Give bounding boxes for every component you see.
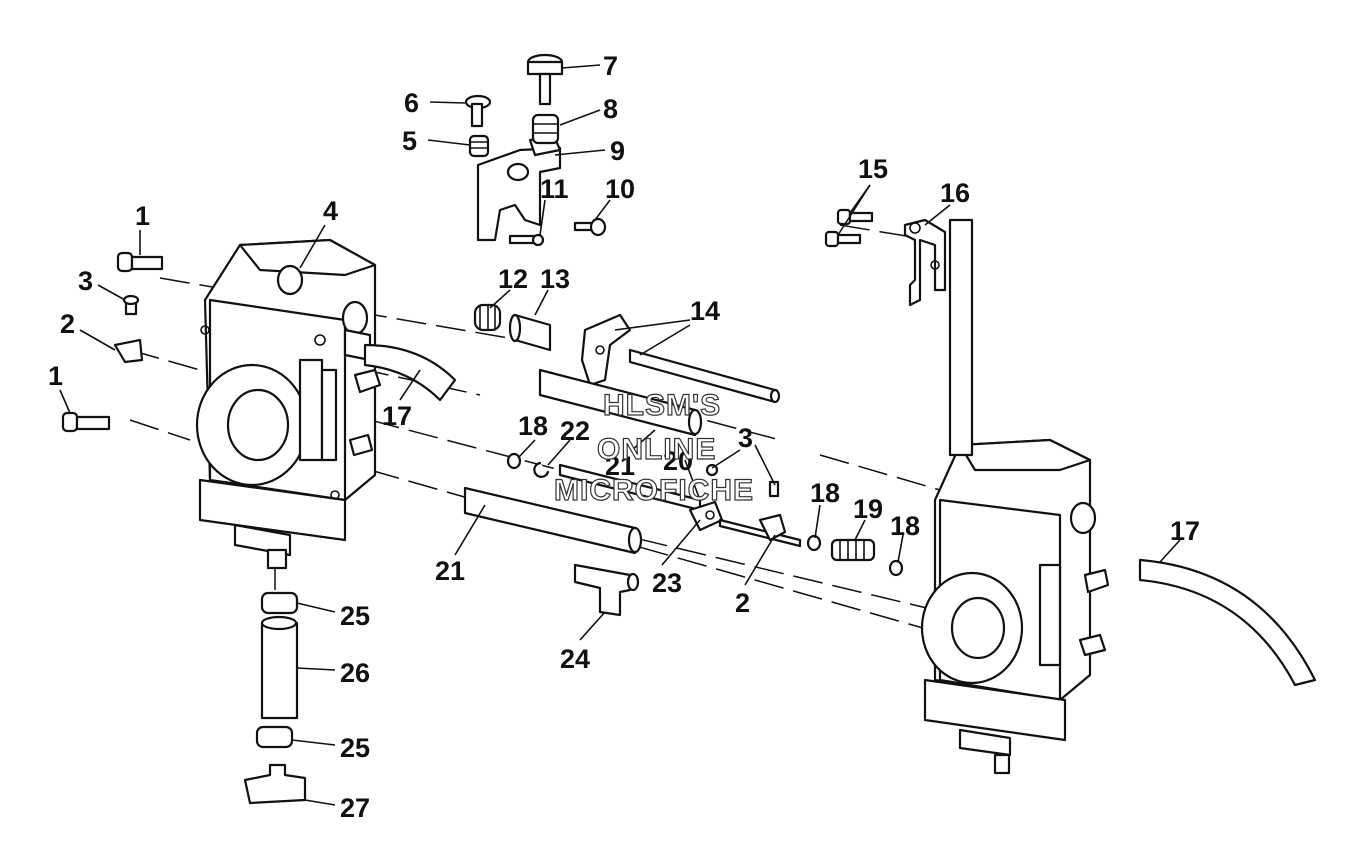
callout-25-bottom: 25 <box>340 733 370 763</box>
drain-assembly <box>243 591 307 805</box>
callout-17-right: 17 <box>1170 516 1200 546</box>
callout-12: 12 <box>498 264 528 294</box>
callout-6: 6 <box>404 88 419 118</box>
callout-14: 14 <box>690 296 720 326</box>
callout-22: 22 <box>560 416 590 446</box>
callout-8: 8 <box>603 94 618 124</box>
shafts-21 <box>463 368 703 555</box>
callout-19: 19 <box>853 494 883 524</box>
callout-25-top: 25 <box>340 601 370 631</box>
screw-10 <box>573 217 607 237</box>
callout-18-right: 18 <box>890 511 920 541</box>
callout-23: 23 <box>652 568 682 598</box>
callout-15: 15 <box>858 154 888 184</box>
callout-21-top: 21 <box>605 451 635 481</box>
callout-18-left: 18 <box>518 411 548 441</box>
callout-27: 27 <box>340 793 370 823</box>
callout-18-center: 18 <box>810 478 840 508</box>
fuel-lines-17 <box>363 343 1317 687</box>
callout-16: 16 <box>940 178 970 208</box>
callout-7: 7 <box>603 51 618 81</box>
watermark-line-1: HLSM'S <box>603 389 721 422</box>
callout-9: 9 <box>610 136 625 166</box>
callout-3-center: 3 <box>738 423 753 453</box>
adjuster-7-spring-8 <box>526 53 564 145</box>
callout-3-left: 3 <box>78 266 93 296</box>
callout-13: 13 <box>540 264 570 294</box>
callout-labels: 1 2 3 1 4 5 6 7 8 9 10 11 12 13 14 15 16… <box>48 51 1200 823</box>
callout-5: 5 <box>402 126 417 156</box>
callout-26: 26 <box>340 658 370 688</box>
leader-lines <box>59 64 1181 806</box>
callout-10: 10 <box>605 174 635 204</box>
idle-screw-6-spring-5 <box>464 94 492 158</box>
t-fitting-24 <box>573 563 640 617</box>
callout-4: 4 <box>323 196 338 226</box>
callout-11: 11 <box>540 174 569 204</box>
callout-21-bottom: 21 <box>435 556 465 586</box>
callout-24: 24 <box>560 644 590 674</box>
watermark-line-2: ONLINE <box>597 433 716 466</box>
callout-20: 20 <box>663 446 693 476</box>
right-carburetor <box>920 438 1110 775</box>
screws-15 <box>824 208 874 248</box>
callout-1-top: 1 <box>135 201 150 231</box>
callout-1-bottom: 1 <box>48 361 63 391</box>
spring-12-bushing-13 <box>473 303 552 352</box>
left-carburetor <box>195 238 382 570</box>
callout-17-left: 17 <box>382 401 412 431</box>
callout-2-center: 2 <box>735 588 750 618</box>
left-fasteners <box>61 251 164 433</box>
throttle-cable-bracket <box>903 218 974 457</box>
throttle-lever-14 <box>580 313 781 404</box>
watermark-line-3: MICROFICHE <box>554 474 754 507</box>
watermark: HLSM'S ONLINE MICROFICHE <box>553 388 754 507</box>
callout-2-left: 2 <box>60 309 75 339</box>
